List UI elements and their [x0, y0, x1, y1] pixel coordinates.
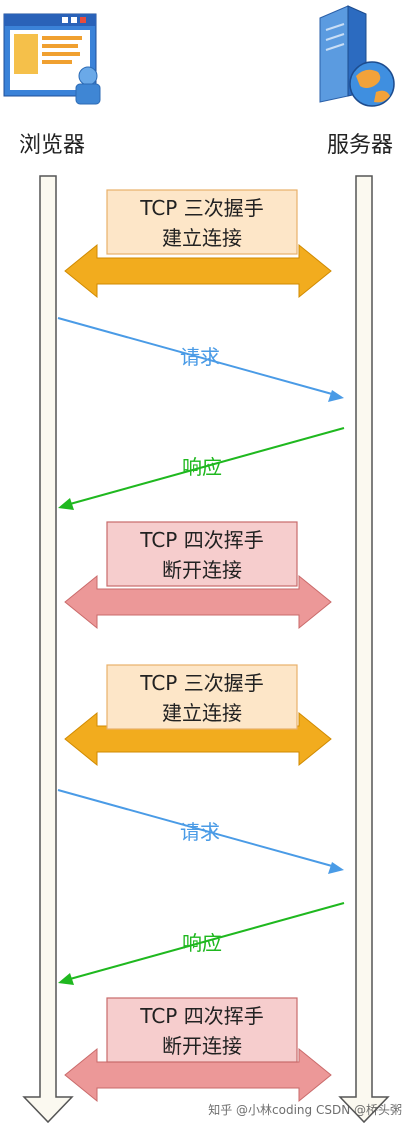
teardown-line1: TCP 四次挥手 [139, 1004, 263, 1028]
teardown-group-2: TCP 四次挥手 断开连接 [64, 997, 332, 1103]
teardown-line2: 断开连接 [162, 1034, 242, 1058]
response-message-1: 响应 [58, 427, 345, 510]
response-message-2: 响应 [58, 902, 345, 985]
request-label: 请求 [180, 345, 220, 369]
handshake-double-arrow [64, 243, 332, 299]
handshake-group-2: TCP 三次握手 建立连接 [64, 664, 332, 767]
handshake-line2: 建立连接 [162, 226, 242, 250]
response-label: 响应 [182, 455, 222, 479]
teardown-line2: 断开连接 [162, 558, 242, 582]
teardown-box [106, 997, 298, 1063]
teardown-line1: TCP 四次挥手 [139, 528, 263, 552]
handshake-line2: 建立连接 [162, 701, 242, 725]
response-label: 响应 [182, 931, 222, 955]
teardown-group-1: TCP 四次挥手 断开连接 [64, 521, 332, 630]
teardown-double-arrow [64, 574, 332, 630]
handshake-group-1: TCP 三次握手 建立连接 [64, 189, 332, 299]
server-label: 服务器 [327, 133, 393, 158]
handshake-box [106, 189, 298, 255]
watermark: 知乎 @小林coding CSDN @桥头粥 [208, 1103, 402, 1117]
server-globe-icon [319, 5, 395, 107]
handshake-line1: TCP 三次握手 [139, 671, 263, 695]
browser-label: 浏览器 [19, 133, 85, 158]
handshake-box [106, 664, 298, 730]
server-lifeline [338, 175, 390, 1124]
request-label: 请求 [180, 820, 220, 844]
request-message-2: 请求 [57, 789, 344, 874]
browser-lifeline [22, 175, 74, 1124]
browser-window-icon [3, 13, 101, 105]
request-message-1: 请求 [57, 317, 344, 402]
handshake-line1: TCP 三次握手 [139, 196, 263, 220]
teardown-box [106, 521, 298, 587]
